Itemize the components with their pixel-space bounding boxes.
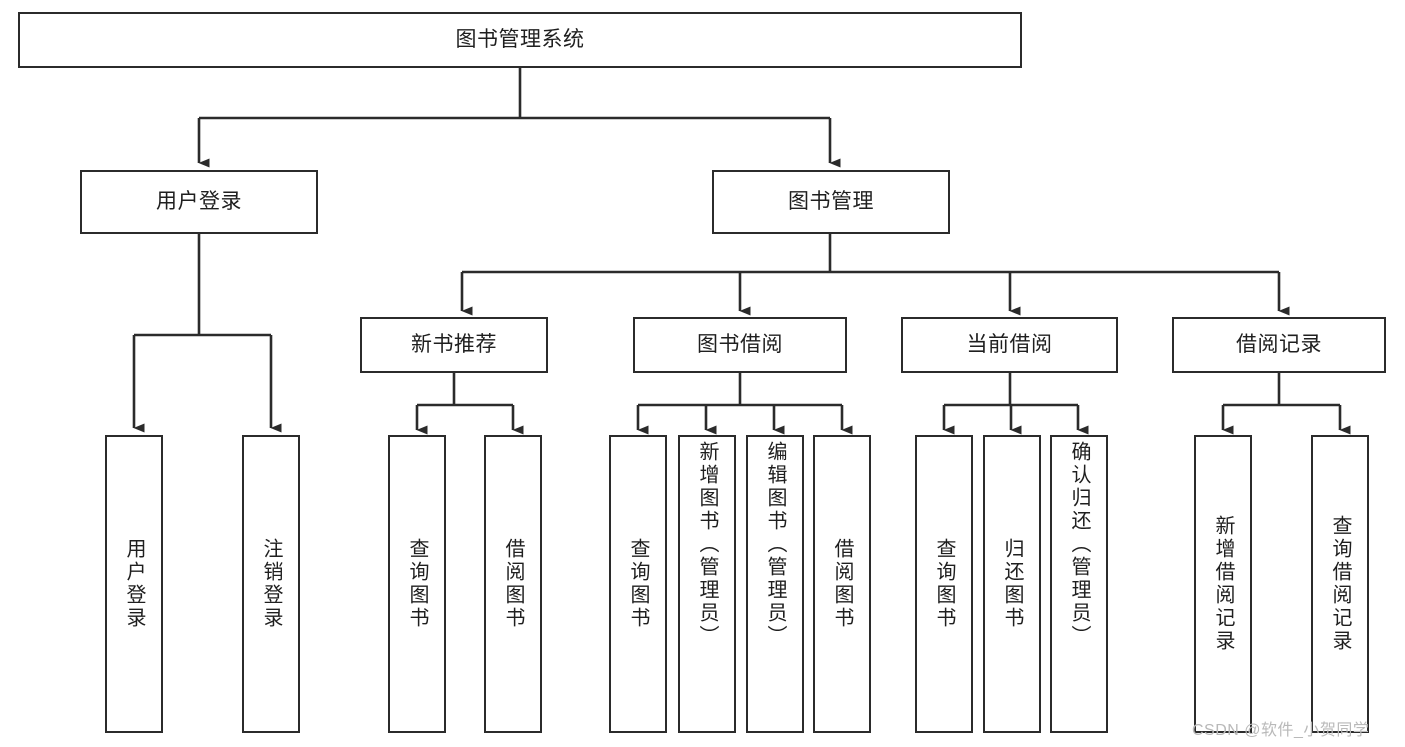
node-label: 查询借阅记录 — [1329, 515, 1351, 653]
node-label: 确认归还（管理员） — [1068, 441, 1090, 648]
node-label: 图书管理系统 — [455, 27, 585, 51]
node-label: 借阅记录 — [1236, 332, 1322, 356]
node-book-management[interactable]: 图书管理 — [712, 170, 950, 234]
node-label: 编辑图书（管理员） — [764, 441, 786, 648]
node-label: 用户登录 — [123, 538, 145, 630]
node-label: 当前借阅 — [966, 332, 1053, 356]
edges — [132, 68, 1351, 435]
leaf-recommend-query-book[interactable]: 查询图书 — [388, 435, 446, 733]
node-label: 新书推荐 — [411, 332, 497, 356]
leaf-current-query-book[interactable]: 查询图书 — [915, 435, 973, 733]
node-label: 借阅图书 — [831, 538, 853, 630]
node-label: 用户登录 — [156, 189, 242, 213]
node-root-book-management-system[interactable]: 图书管理系统 — [18, 12, 1022, 68]
leaf-borrow-edit-book-admin[interactable]: 编辑图书（管理员） — [746, 435, 804, 733]
node-borrow-record[interactable]: 借阅记录 — [1172, 317, 1386, 373]
node-label: 借阅图书 — [502, 538, 524, 630]
leaf-current-return-book[interactable]: 归还图书 — [983, 435, 1041, 733]
leaf-borrow-borrow-book[interactable]: 借阅图书 — [813, 435, 871, 733]
node-new-book-recommend[interactable]: 新书推荐 — [360, 317, 548, 373]
node-book-borrow[interactable]: 图书借阅 — [633, 317, 847, 373]
node-label: 新增借阅记录 — [1212, 515, 1234, 653]
leaf-user-login-login[interactable]: 用户登录 — [105, 435, 163, 733]
node-label: 新增图书（管理员） — [696, 441, 718, 648]
leaf-user-login-logout[interactable]: 注销登录 — [242, 435, 300, 733]
node-label: 查询图书 — [933, 538, 955, 630]
leaf-borrow-query-book[interactable]: 查询图书 — [609, 435, 667, 733]
leaf-borrow-add-book-admin[interactable]: 新增图书（管理员） — [678, 435, 736, 733]
node-user-login[interactable]: 用户登录 — [80, 170, 318, 234]
leaf-record-query-borrow-record[interactable]: 查询借阅记录 — [1311, 435, 1369, 733]
node-current-borrow[interactable]: 当前借阅 — [901, 317, 1118, 373]
node-label: 图书借阅 — [697, 332, 783, 356]
node-label: 查询图书 — [627, 538, 649, 630]
node-label: 查询图书 — [406, 538, 428, 630]
node-label: 归还图书 — [1001, 538, 1023, 630]
node-label: 注销登录 — [260, 538, 282, 630]
leaf-recommend-borrow-book[interactable]: 借阅图书 — [484, 435, 542, 733]
node-label: 图书管理 — [788, 189, 874, 213]
leaf-record-add-borrow-record[interactable]: 新增借阅记录 — [1194, 435, 1252, 733]
leaf-current-confirm-return-admin[interactable]: 确认归还（管理员） — [1050, 435, 1108, 733]
